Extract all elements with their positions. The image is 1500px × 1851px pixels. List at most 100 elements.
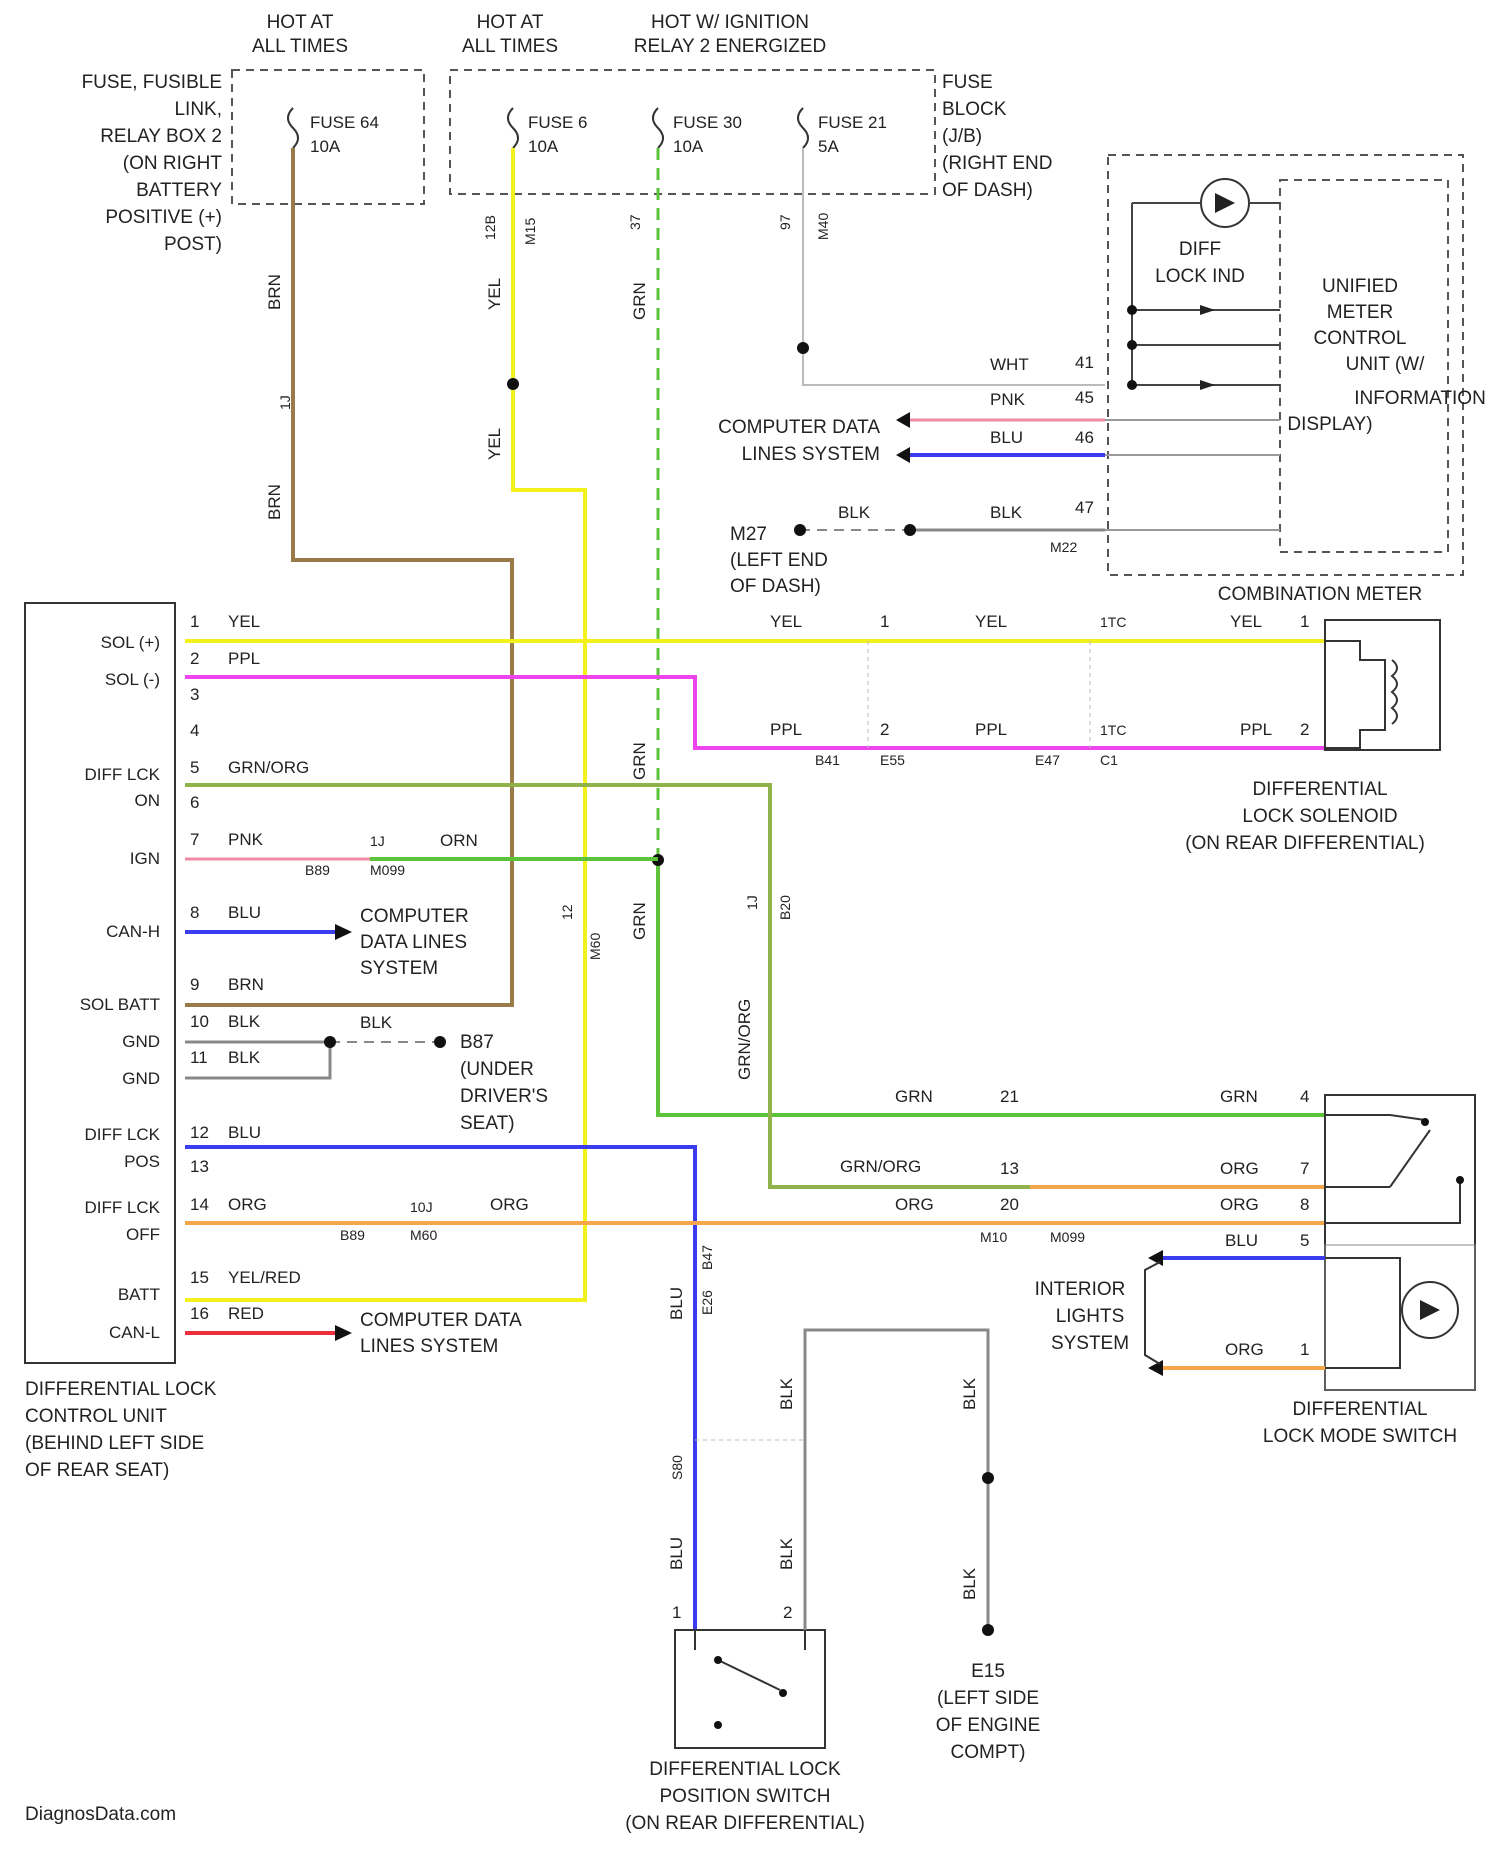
splice-blk [904, 524, 916, 536]
control-unit-title-line: (BEHIND LEFT SIDE [25, 1433, 204, 1454]
mode-switch-title: DIFFERENTIAL LOCK MODE SWITCH [1263, 1399, 1457, 1447]
ground-label: OF DASH) [730, 576, 821, 597]
fuse-6: FUSE 6 10A [508, 108, 588, 156]
fuse-64-symbol [288, 108, 298, 148]
connector-label: 1J [370, 833, 385, 849]
fuse-64-name: FUSE 64 [310, 113, 379, 132]
ground-m27-dot [794, 524, 806, 536]
switch-contact-dot [1456, 1176, 1464, 1184]
meter-unit-label-line: CONTROL [1314, 328, 1407, 349]
indicator-label: LOCK IND [1155, 266, 1245, 287]
computer-data-label: COMPUTER [360, 906, 469, 927]
wire-label-blk: BLK [838, 503, 871, 522]
fuse-box-label-line: POSITIVE (+) [105, 207, 222, 228]
splice-blk [982, 1472, 994, 1484]
computer-data-lines-3: COMPUTER DATA LINES SYSTEM [360, 1310, 522, 1357]
fuse-block-label: FUSE BLOCK (J/B) (RIGHT END OF DASH) [942, 72, 1052, 201]
connector-pin: 20 [1000, 1195, 1019, 1214]
terminal-label: 97 [777, 214, 793, 230]
solenoid-title-line: (ON REAR DIFFERENTIAL) [1185, 833, 1425, 854]
splice-gnd [324, 1036, 336, 1048]
wire-label-blu: BLU [667, 1537, 686, 1570]
wire-label-blu: BLU [667, 1287, 686, 1320]
computer-data-label: LINES SYSTEM [360, 1336, 498, 1357]
wire-label-brn: BRN [265, 274, 284, 310]
wire-label-grn-org: GRN/ORG [840, 1157, 921, 1176]
pin-function-label: DIFF LCK [84, 1125, 160, 1144]
wire-label-blk: BLK [228, 1012, 261, 1031]
wire-label-yel: YEL [228, 612, 260, 631]
pin-function-label: IGN [130, 849, 160, 868]
pin-number: 7 [190, 830, 199, 849]
solenoid-title-line: DIFFERENTIAL [1252, 779, 1387, 800]
wire-label-yel: YEL [770, 612, 802, 631]
wire-label-blk: BLK [960, 1567, 979, 1600]
solenoid-pin: 1 [1300, 612, 1309, 631]
connector-pin: 21 [1000, 1087, 1019, 1106]
wire-label-ppl: PPL [770, 720, 802, 739]
pin-function-label: SOL BATT [80, 995, 160, 1014]
interior-lights-line: INTERIOR [1035, 1279, 1126, 1300]
computer-data-label: LINES SYSTEM [742, 444, 880, 465]
interior-lights-line: SYSTEM [1051, 1333, 1129, 1354]
solenoid-title-line: LOCK SOLENOID [1242, 806, 1397, 827]
switch-contact-dot [1421, 1118, 1429, 1126]
meter-unit-label-line: UNIT (W/ [1346, 354, 1426, 375]
fuse-box-label-line: POST) [164, 234, 222, 255]
wire-label-grn: GRN [630, 742, 649, 780]
mode-switch-title-line: LOCK MODE SWITCH [1263, 1426, 1457, 1447]
fuse-box-label-line: FUSE, FUSIBLE [82, 72, 222, 93]
indicator-label: DIFF [1179, 239, 1221, 260]
diode-icon [1200, 305, 1215, 390]
pin-function-label: GND [122, 1032, 160, 1051]
control-unit-pin-labels: SOL (+) SOL (-) DIFF LCK ON IGN CAN-H SO… [80, 633, 161, 1342]
combination-meter-title: COMBINATION METER [1218, 584, 1422, 605]
mode-switch-lamp-wires [1325, 1258, 1400, 1368]
wire-label-org: ORG [1225, 1340, 1264, 1359]
control-unit-title: DIFFERENTIAL LOCK CONTROL UNIT (BEHIND L… [25, 1379, 217, 1481]
wire-label-ppl: PPL [228, 649, 260, 668]
connector-label: E47 [1035, 752, 1060, 768]
connector-label: M22 [1050, 539, 1077, 555]
meter-unit-label-line: INFORMATION [1354, 388, 1486, 409]
fuse-30: FUSE 30 10A [653, 108, 742, 156]
control-unit-pin-numbers: 1 2 3 4 5 6 7 8 9 10 11 12 13 14 15 16 [190, 612, 209, 1323]
connector-label: 1J [744, 895, 760, 910]
wire-label-grn: GRN [630, 902, 649, 940]
wire-grn-org-diff-lck-on [185, 785, 1030, 1187]
computer-data-label: COMPUTER DATA [360, 1310, 522, 1331]
ground-e15-label: E15 (LEFT SIDE OF ENGINE COMPT) [936, 1661, 1041, 1763]
switch-contact-dot [779, 1689, 787, 1697]
wire-label-orn: ORN [440, 831, 478, 850]
connector-label: B20 [777, 895, 793, 920]
pin-number: 5 [190, 758, 199, 777]
computer-data-label: DATA LINES [360, 932, 467, 953]
wire-label-pnk: PNK [228, 830, 264, 849]
fuse-6-name: FUSE 6 [528, 113, 588, 132]
pin-number: 15 [190, 1268, 209, 1287]
pin-function-label: BATT [118, 1285, 160, 1304]
wire-label-org: ORG [895, 1195, 934, 1214]
computer-data-label: SYSTEM [360, 958, 438, 979]
connector-pin: 1 [880, 612, 889, 631]
connector-label: 1J [277, 395, 293, 410]
control-unit-wire-colors: YEL PPL GRN/ORG PNK BLU BRN BLK BLK BLU … [228, 612, 309, 1323]
wire-label-blu: BLU [228, 1123, 261, 1142]
pin-function-label: SOL (-) [105, 670, 160, 689]
wire-brn-sol-batt [185, 148, 512, 1005]
pin-number: 10 [190, 1012, 209, 1031]
terminal-label: 12B [482, 215, 498, 240]
pin-function-label: POS [124, 1152, 160, 1171]
ground-label: (UNDER [460, 1059, 534, 1080]
computer-data-lines-2: COMPUTER DATA LINES SYSTEM [360, 906, 469, 979]
ground-e15-dot [982, 1624, 994, 1636]
switch-contact-dot [714, 1721, 722, 1729]
fuse-block-label-line: BLOCK [942, 99, 1007, 120]
wire-label-yel: YEL [975, 612, 1007, 631]
control-unit-title-line: OF REAR SEAT) [25, 1460, 169, 1481]
wire-label-grn: GRN [895, 1087, 933, 1106]
wire-label-brn: BRN [265, 484, 284, 520]
pin-number: 12 [190, 1123, 209, 1142]
ground-label: B87 [460, 1032, 494, 1053]
